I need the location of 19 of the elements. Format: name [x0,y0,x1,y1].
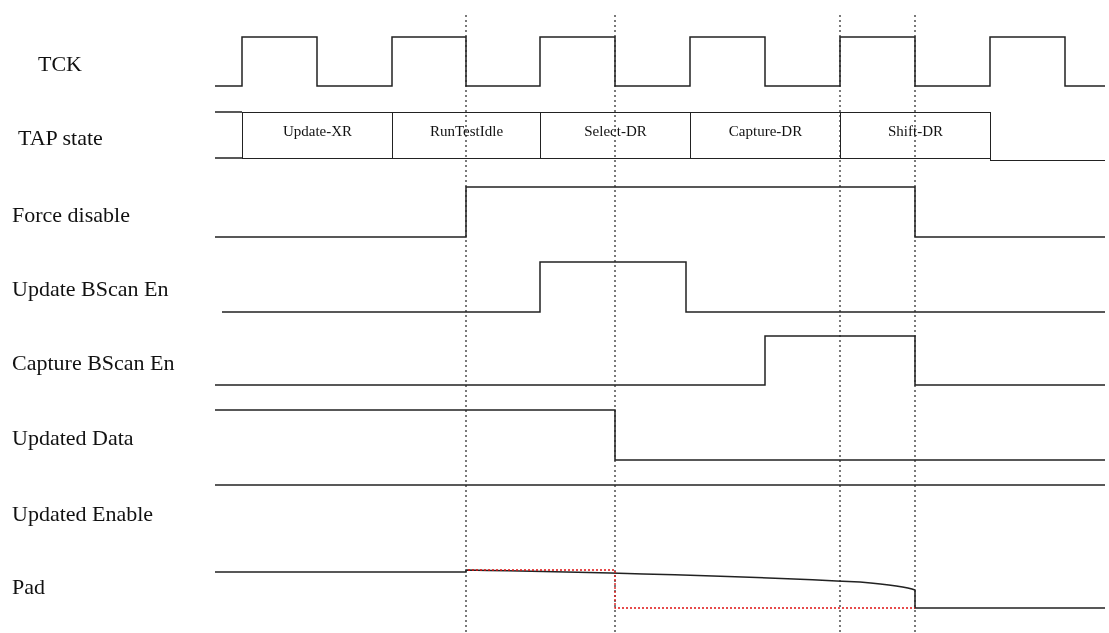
state-name: Select-DR [584,123,647,140]
signal-name: Capture BScan En [12,352,175,374]
signal-name: Update BScan En [12,278,169,300]
tap-state-box [690,112,840,159]
signal-name: Updated Enable [12,503,154,525]
state-name: Capture-DR [728,123,803,140]
signal-name: Force disable [12,204,130,226]
signal-name: TCK [38,53,82,75]
tap-state-box [840,112,990,159]
state-name: Update-XR [282,123,353,140]
signal-name: TAP state [18,127,103,149]
tap-state-box [392,112,540,159]
state-box [990,112,1105,161]
tap-state-box [540,112,690,159]
signal-name: Updated Data [12,427,134,449]
state-name: RunTestIdle [429,123,504,140]
signal-name: Pad [12,576,45,598]
tap-state-box [242,112,392,159]
state-name: Shift-DR [888,123,943,140]
